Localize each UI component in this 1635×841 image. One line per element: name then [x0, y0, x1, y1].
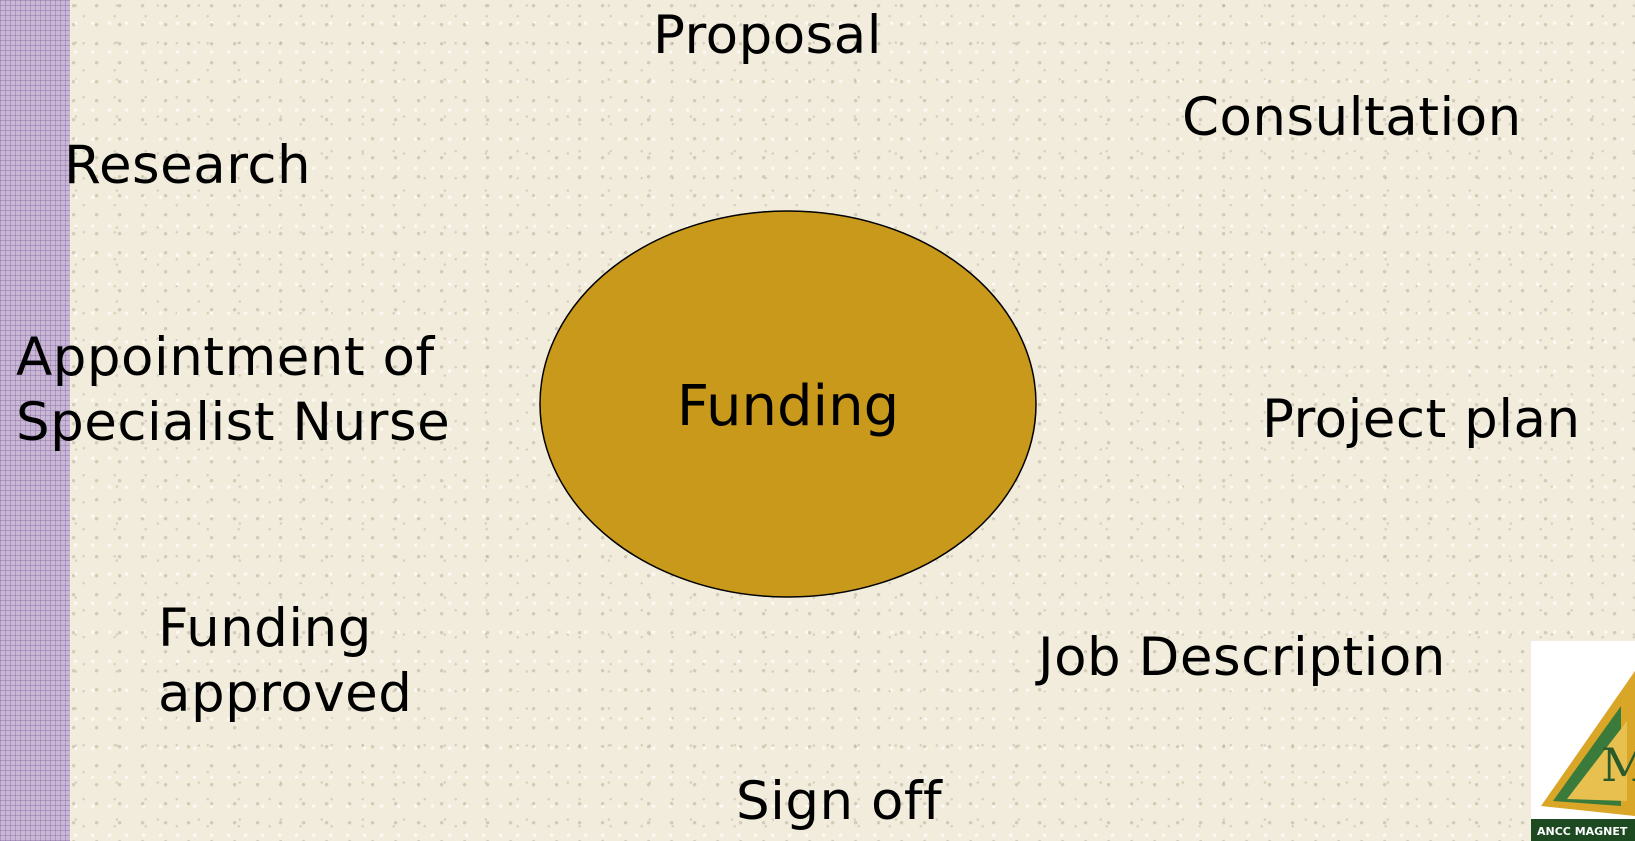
label-appointment-of-specialist-nurse: Appointment of Specialist Nurse [16, 327, 451, 453]
label-consultation: Consultation [1182, 87, 1522, 148]
ancc-magnet-logo: M ANCC MAGNET [1531, 641, 1635, 841]
label-funding-approved: Funding approved [158, 598, 413, 724]
logo-text: ANCC MAGNET [1537, 825, 1628, 838]
center-ellipse [539, 210, 1037, 598]
left-decorative-strip [0, 0, 70, 841]
logo-letter: M [1601, 738, 1635, 792]
center-label: Funding [677, 374, 899, 439]
label-proposal: Proposal [653, 5, 882, 66]
label-sign-off: Sign off [736, 771, 943, 832]
magnet-logo-graphic: M ANCC MAGNET [1531, 671, 1635, 841]
label-research: Research [64, 135, 312, 196]
label-job-description: Job Description [1038, 627, 1446, 688]
label-project-plan: Project plan [1262, 389, 1581, 450]
